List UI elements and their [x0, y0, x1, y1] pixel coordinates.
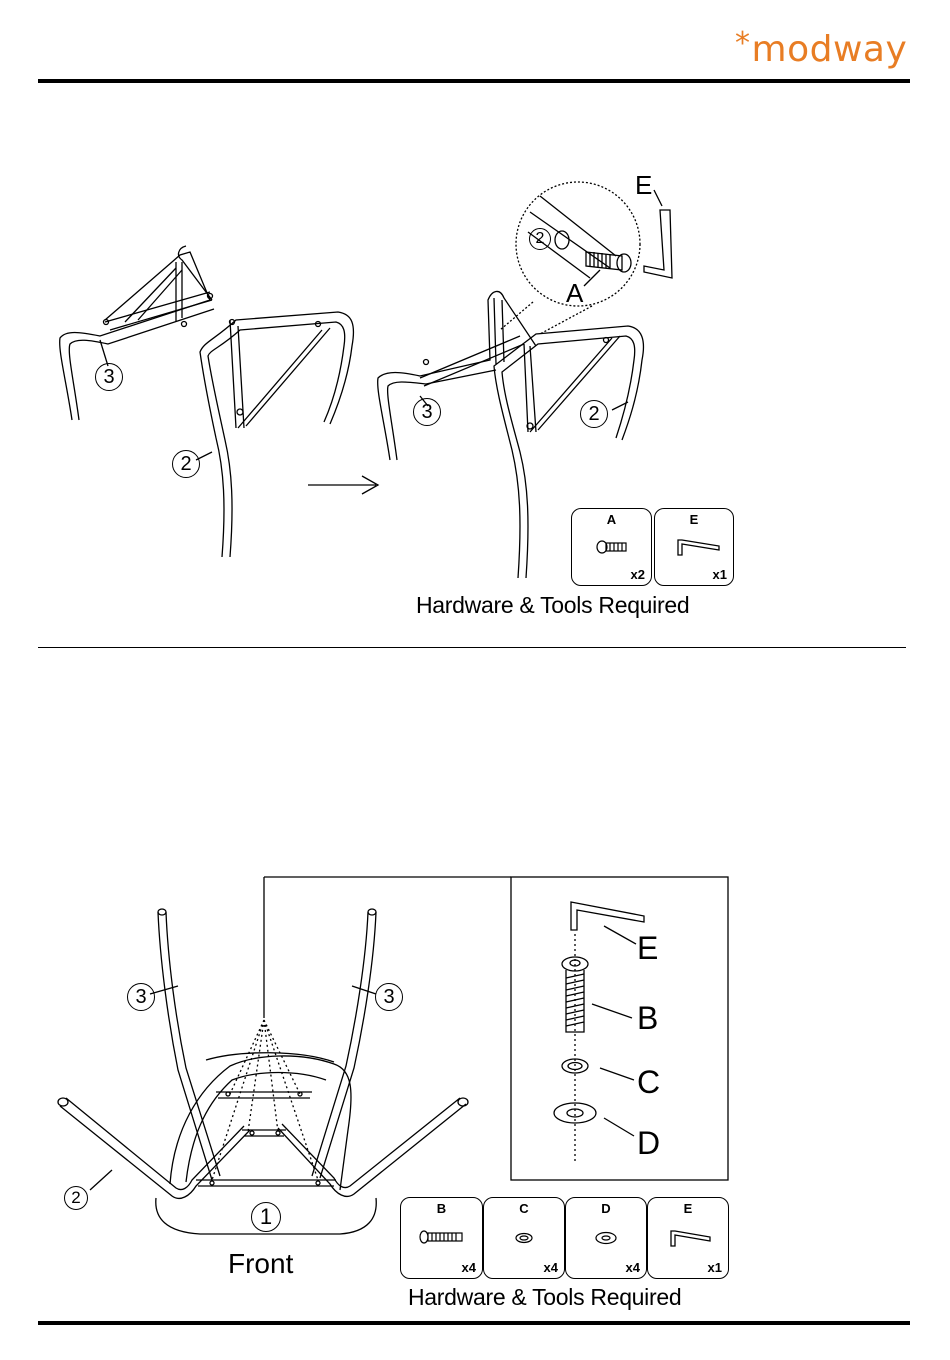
hardware-box-d: D x4: [565, 1197, 647, 1279]
hardware-letter: D: [566, 1201, 646, 1216]
part-label-3: 3: [95, 363, 123, 391]
hardware-letter: E: [648, 1201, 728, 1216]
part-label-2: 2: [172, 450, 200, 478]
detail-label-d: D: [637, 1125, 660, 1162]
hardware-qty: x1: [708, 1260, 722, 1275]
hardware-box-a: A x2: [571, 508, 652, 586]
part-label-1-seat: 1: [251, 1202, 281, 1232]
part-label-3-right: 3: [375, 983, 403, 1011]
detail-label-e: E: [637, 930, 658, 967]
part-label-3-left: 3: [127, 983, 155, 1011]
hardware-box-c: C x4: [483, 1197, 565, 1279]
hardware-qty: x4: [462, 1260, 476, 1275]
step1-diagram: [0, 0, 950, 650]
hardware-qty: x4: [626, 1260, 640, 1275]
bolt-icon: [419, 1230, 465, 1244]
hardware-qty: x4: [544, 1260, 558, 1275]
footer-rule: [38, 1321, 910, 1325]
hardware-box-b: B x4: [400, 1197, 483, 1279]
hardware-box-e: E x1: [647, 1197, 729, 1279]
detail-label-c: C: [637, 1064, 660, 1101]
allen-key-icon: [675, 537, 723, 559]
lock-washer-icon: [514, 1232, 534, 1244]
hardware-box-e: E x1: [654, 508, 734, 586]
detail-label-b: B: [637, 1000, 658, 1037]
bolt-icon: [596, 539, 630, 555]
part-label-3-assembled: 3: [413, 398, 441, 426]
callout-label-a: A: [566, 278, 583, 309]
hardware-letter: C: [484, 1201, 564, 1216]
hardware-letter: E: [655, 512, 733, 527]
hardware-qty: x2: [631, 567, 645, 582]
hardware-caption-step1: Hardware & Tools Required: [416, 592, 689, 619]
part-label-2: 2: [64, 1186, 88, 1210]
hardware-letter: B: [401, 1201, 482, 1216]
step-divider: [38, 647, 906, 648]
part-label-2-assembled: 2: [580, 400, 608, 428]
hardware-qty: x1: [713, 567, 727, 582]
part-label-2-detail: 2: [529, 228, 551, 250]
hardware-caption-step2: Hardware & Tools Required: [408, 1284, 681, 1311]
hardware-letter: A: [572, 512, 651, 527]
front-label: Front: [228, 1248, 293, 1280]
callout-label-e: E: [635, 170, 652, 201]
flat-washer-icon: [594, 1231, 618, 1245]
allen-key-icon: [668, 1228, 714, 1250]
